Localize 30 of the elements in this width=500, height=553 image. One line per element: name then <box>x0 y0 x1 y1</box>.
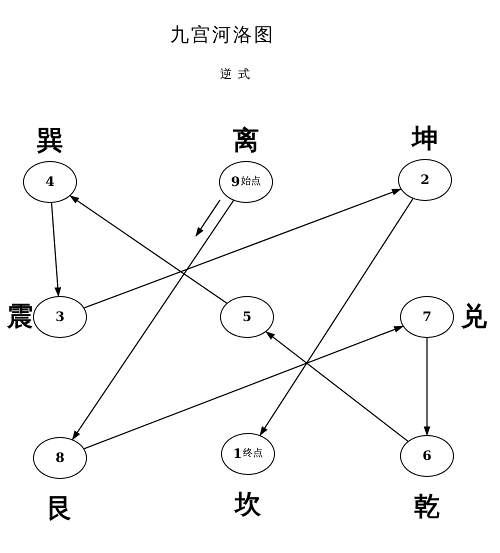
arrow <box>265 331 408 442</box>
trigram-name: 震 <box>7 304 33 330</box>
palace-number: 1 <box>232 448 242 460</box>
subtitle: 逆式 <box>220 68 256 80</box>
trigram-name: 坤 <box>412 126 438 152</box>
palace-number: 6 <box>422 450 432 462</box>
point-label: 始点 <box>241 177 262 187</box>
diagram-title: 九宫河洛图 <box>170 26 275 45</box>
arrow <box>84 188 402 308</box>
palace-number: 5 <box>242 310 252 324</box>
arrow <box>50 202 62 297</box>
arrow <box>72 200 234 440</box>
arrow <box>84 326 404 450</box>
palace-number: 2 <box>420 174 430 186</box>
trigram-name: 乾 <box>414 494 440 520</box>
trigram-name: 离 <box>233 128 259 154</box>
palace-number: 8 <box>55 452 65 464</box>
palace-number: 3 <box>55 310 65 324</box>
trigram-name: 兑 <box>461 304 487 330</box>
palace-number: 4 <box>45 176 55 188</box>
palace-circle <box>220 296 274 338</box>
trigram-name: 艮 <box>47 496 73 522</box>
arrow <box>260 198 414 436</box>
palace-number: 9 <box>230 176 240 188</box>
palace-number: 7 <box>422 310 432 324</box>
arrow <box>69 195 228 304</box>
point-label: 终点 <box>243 449 264 459</box>
trigram-name: 坎 <box>235 492 261 518</box>
arrow <box>424 338 430 436</box>
trigram-name: 巽 <box>37 128 63 154</box>
